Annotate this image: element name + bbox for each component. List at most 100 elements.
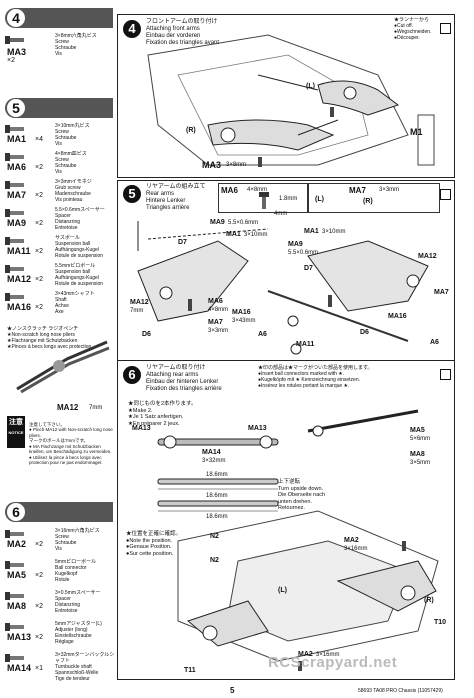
label-ma9-right: MA9 <box>288 241 303 248</box>
notice-line: ● Pinch MA12 with Non-scratch long nose … <box>29 427 113 438</box>
step-number: 4 <box>123 20 141 38</box>
label-ma7-dim: 3×3mm <box>379 187 400 193</box>
label-ma3: MA3 <box>202 160 222 170</box>
part-desc: 3×0.5mmスペーサー Spacer Distanzring Entretoi… <box>55 590 101 614</box>
sidebar-step-number: 5 <box>7 99 25 117</box>
label-t10: T10 <box>434 619 447 626</box>
turn-note: 上下逆転 Turn upside down. Die Oberseite nac… <box>278 479 326 511</box>
part-desc: 3×43mmシャフト Shaft Achse Axe <box>55 291 95 315</box>
screw-icon <box>5 36 24 44</box>
cut-note: ★ランナーから ●Cut off. ●Wegschneiden. ●Découp… <box>394 17 432 41</box>
sidebar-step-number: 6 <box>7 503 25 521</box>
rear-arm-diagram <box>137 221 429 355</box>
label-r: (R) <box>424 597 434 604</box>
label-ma2-bottom: MA2 <box>298 651 313 658</box>
part-qty: ×2 <box>7 57 15 64</box>
label-ma2-dim: 3×16mm <box>344 546 368 552</box>
part-qty: ×2 <box>35 192 43 199</box>
position-note: ★位置を正確に確認。 ●Note the position. ●Genaue P… <box>126 531 182 557</box>
label-ma5: MA5 <box>410 427 425 434</box>
part-qty: ×4 <box>35 136 43 143</box>
part-icon <box>5 125 24 133</box>
sidebar-step-5-header: 5 <box>5 98 113 118</box>
part-qty: ×2 <box>35 634 43 641</box>
part-qty: ×2 <box>35 248 43 255</box>
ma7-detail-box: MA7 3×3mm (L) (R) <box>308 183 440 213</box>
part-code: MA12 <box>7 274 32 284</box>
label-ma1-right-dim: 3×10mm <box>322 229 346 235</box>
front-arm-diagram <box>147 34 435 167</box>
step-5-panel: 5 リヤアームの組み立て Rear arms Hintere Lenker Tr… <box>117 180 455 362</box>
part-qty: ×1 <box>35 665 43 672</box>
label-d6-right: D6 <box>360 329 369 336</box>
part-desc: サスボール Suspension ball Aufhängungs-Kugel … <box>55 235 104 259</box>
label-ma6-4mm: 4mm <box>274 211 288 217</box>
part-icon <box>5 293 24 301</box>
step-number: 5 <box>123 185 141 203</box>
label-ma5-dim: 5×6mm <box>410 436 431 442</box>
label-ma1: MA1 <box>226 231 241 238</box>
label-ma16-right: MA16 <box>388 313 407 320</box>
label-n2-second: N2 <box>210 557 219 564</box>
part-ma3: MA3 ×2 3×8mm六角丸ビス Screw Schraube Vis <box>5 33 115 64</box>
label-a6-right: A6 <box>430 339 439 346</box>
part-desc: 3×8mm六角丸ビス Screw Schraube Vis <box>55 33 97 57</box>
label-ma12-mm: 7mm <box>130 308 144 314</box>
part-icon <box>5 623 24 631</box>
label-ma16: MA16 <box>232 309 251 316</box>
notice-body: マークのボールは7mmです。 ● MA Flachzange mit Schut… <box>29 438 112 465</box>
label-m1: M1 <box>410 127 423 137</box>
part-desc: 5mmピローボール Ball connector Kugelkopf Rotul… <box>55 559 97 583</box>
notice-badge: 注意 NOTICE <box>7 416 25 448</box>
mark-note: ★印の部品は★マークがついた部品を使用します。 ●Insert ball con… <box>258 365 373 389</box>
label-ma7: MA7 <box>349 186 366 195</box>
part-desc: 5.5mmピロボール Suspension ball Aufhängungs-K… <box>55 263 104 287</box>
label-ma6-len: 1.8mm <box>279 196 298 202</box>
sidebar-step-4-header: 4 <box>5 8 113 28</box>
step-title: リヤアームの組み立て Rear arms Hintere Lenker Tria… <box>146 184 206 211</box>
part-desc: 4×8mm皿ビス Screw Schraube Vis <box>55 151 87 175</box>
label-ma2: MA2 <box>344 537 359 544</box>
label-ma14: MA14 <box>202 449 221 456</box>
step-number: 6 <box>123 366 141 384</box>
label-d7: D7 <box>178 239 187 246</box>
part-icon <box>5 209 24 217</box>
step-checkbox[interactable] <box>440 189 451 200</box>
part-code: MA11 <box>7 246 31 256</box>
ma12-size: 7mm <box>89 405 103 411</box>
step-4-panel: 4 フロントアームの取り付け Attaching front arms Einb… <box>117 14 455 178</box>
label-l: (L) <box>315 196 324 203</box>
label-ma2-bottom-dim: 3×16mm <box>316 652 340 658</box>
label-ma13: MA13 <box>132 425 151 432</box>
part-desc: 5mmアジャスター(L) Adjuster (long) Einstellsch… <box>55 621 102 645</box>
screw-icon <box>259 192 269 209</box>
part-code: MA13 <box>7 632 32 642</box>
page-number: 5 <box>230 686 235 695</box>
part-icon <box>5 561 24 569</box>
label-a6: A6 <box>258 331 267 338</box>
label-ma16-dim: 3×43mm <box>232 318 256 324</box>
part-code: MA9 <box>7 218 27 228</box>
part-icon <box>5 654 24 662</box>
part-qty: ×2 <box>35 603 43 610</box>
step-title: リヤアームの取り付け Attaching rear arms Einbau de… <box>146 365 222 392</box>
label-t11: T11 <box>184 667 196 674</box>
label-ma12: MA12 <box>130 299 149 306</box>
step-title: フロントアームの取り付け Attaching front arms Einbau… <box>146 19 220 46</box>
part-qty: ×2 <box>35 541 43 548</box>
label-ma3-dim: 3×8mm <box>226 162 247 168</box>
label-ma9-right-dim: 5.5×0.6mm <box>288 250 319 256</box>
part-code: MA6 <box>7 162 27 172</box>
label-ma11: MA11 <box>296 341 315 348</box>
step-checkbox[interactable] <box>440 369 451 380</box>
make-note: ★同じものを2本作ります。 ★Make 2. ★Je 1 Satz anfert… <box>128 401 197 427</box>
label-ma9-dim: 5.5×0.6mm <box>228 220 259 226</box>
label-ma12-right: MA12 <box>418 253 437 260</box>
step-checkbox[interactable] <box>440 23 451 34</box>
